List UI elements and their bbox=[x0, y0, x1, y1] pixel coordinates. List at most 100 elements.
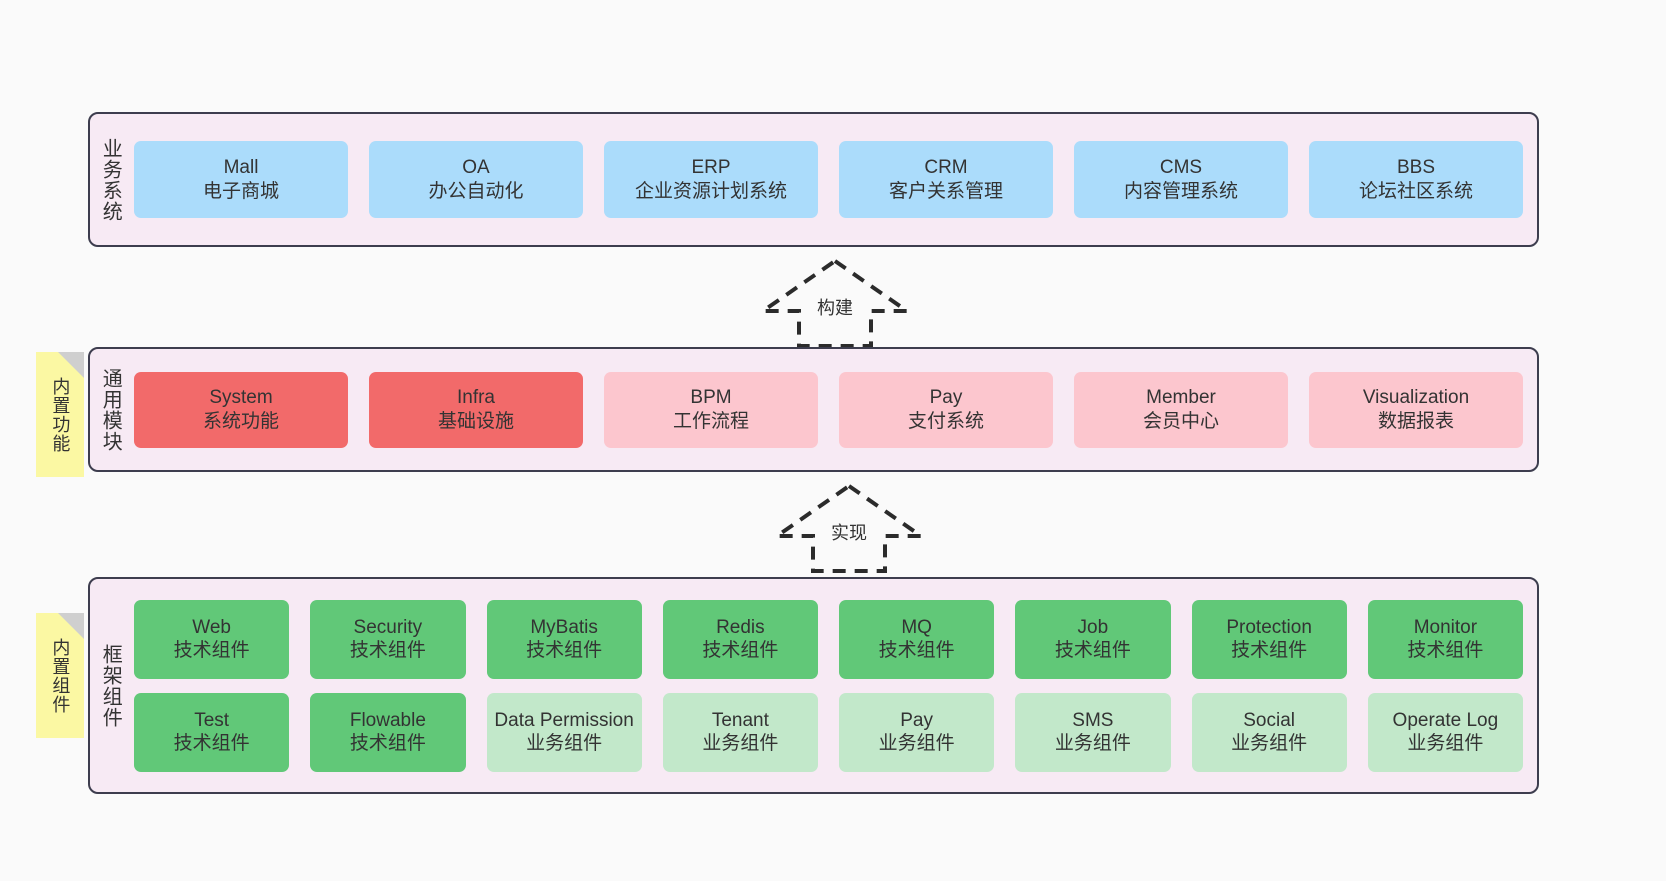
module-box-infra[interactable]: Infra 基础设施 bbox=[369, 371, 583, 448]
module-title-cn: 内容管理系统 bbox=[1123, 180, 1238, 202]
block-arrow-up-icon bbox=[770, 483, 928, 573]
module-box-social[interactable]: Social 业务组件 bbox=[1191, 692, 1347, 772]
layer-body-common-module: System 系统功能 Infra 基础设施 BPM 工作流程 Pay 支付系统… bbox=[130, 349, 1537, 470]
module-title-en: Protection bbox=[1226, 616, 1312, 638]
module-title-cn: 业务组件 bbox=[1054, 733, 1131, 754]
module-title-cn: 技术组件 bbox=[526, 640, 603, 661]
module-box-bbs[interactable]: BBS 论坛社区系统 bbox=[1309, 141, 1523, 218]
module-title-en: Pay bbox=[929, 387, 963, 409]
connector-build-arrow: 构建 bbox=[756, 258, 914, 348]
module-title-cn: 技术组件 bbox=[702, 640, 779, 661]
module-box-pay[interactable]: Pay 支付系统 bbox=[839, 371, 1053, 448]
module-title-en: MyBatis bbox=[530, 616, 598, 638]
sticky-note-label: 内置组件 bbox=[50, 637, 71, 714]
module-title-en: Flowable bbox=[349, 709, 426, 731]
module-title-cn: 基础设施 bbox=[437, 410, 514, 432]
module-title-en: Redis bbox=[716, 616, 765, 638]
module-box-test[interactable]: Test 技术组件 bbox=[134, 692, 290, 772]
layer-caption-business-system: 业务系统 bbox=[99, 137, 122, 222]
module-title-en: Job bbox=[1077, 616, 1109, 638]
module-title-en: BBS bbox=[1396, 157, 1436, 179]
module-box-bpm[interactable]: BPM 工作流程 bbox=[604, 371, 818, 448]
module-title-cn: 数据报表 bbox=[1377, 410, 1454, 432]
module-box-crm[interactable]: CRM 客户关系管理 bbox=[839, 141, 1053, 218]
module-box-sms[interactable]: SMS 业务组件 bbox=[1015, 692, 1171, 772]
layer-business-system: 业务系统 Mall 电子商城 OA 办公自动化 ERP 企业资源计划系统 CRM… bbox=[88, 112, 1539, 247]
module-title-en: Operate Log bbox=[1392, 709, 1499, 731]
module-title-en: Mall bbox=[223, 157, 259, 179]
layer-body-business-system: Mall 电子商城 OA 办公自动化 ERP 企业资源计划系统 CRM 客户关系… bbox=[130, 114, 1537, 245]
module-box-flowable[interactable]: Flowable 技术组件 bbox=[310, 692, 466, 772]
module-title-cn: 业务组件 bbox=[1407, 733, 1484, 754]
module-title-cn: 技术组件 bbox=[349, 733, 426, 754]
module-box-mybatis[interactable]: MyBatis 技术组件 bbox=[486, 599, 642, 679]
connector-implement-arrow: 实现 bbox=[770, 483, 928, 573]
module-title-en: Web bbox=[192, 616, 231, 638]
module-title-en: MQ bbox=[901, 616, 932, 638]
module-title-en: CRM bbox=[924, 157, 968, 179]
module-title-cn: 客户关系管理 bbox=[888, 180, 1003, 202]
module-box-mq[interactable]: MQ 技术组件 bbox=[839, 599, 995, 679]
module-box-member[interactable]: Member 会员中心 bbox=[1074, 371, 1288, 448]
module-box-protection[interactable]: Protection 技术组件 bbox=[1191, 599, 1347, 679]
module-title-cn: 技术组件 bbox=[1054, 640, 1131, 661]
module-box-mall[interactable]: Mall 电子商城 bbox=[134, 141, 348, 218]
module-title-cn: 电子商城 bbox=[202, 180, 279, 202]
layer-row: Test 技术组件 Flowable 技术组件 Data Permission … bbox=[134, 692, 1523, 772]
module-title-cn: 技术组件 bbox=[173, 640, 250, 661]
module-box-cms[interactable]: CMS 内容管理系统 bbox=[1074, 141, 1288, 218]
module-title-en: System bbox=[209, 387, 273, 409]
layer-framework-component: 框架组件 Web 技术组件 Security 技术组件 MyBatis 技术组件… bbox=[88, 577, 1539, 794]
module-box-redis[interactable]: Redis 技术组件 bbox=[662, 599, 818, 679]
module-title-en: Test bbox=[194, 709, 230, 731]
module-box-oa[interactable]: OA 办公自动化 bbox=[369, 141, 583, 218]
block-arrow-up-icon bbox=[756, 258, 914, 348]
module-box-operate-log[interactable]: Operate Log 业务组件 bbox=[1367, 692, 1523, 772]
module-box-visualization[interactable]: Visualization 数据报表 bbox=[1309, 371, 1523, 448]
module-title-cn: 业务组件 bbox=[526, 733, 603, 754]
module-box-tenant[interactable]: Tenant 业务组件 bbox=[662, 692, 818, 772]
sticky-note-builtin-function: 内置功能 bbox=[36, 352, 84, 477]
module-box-pay-business[interactable]: Pay 业务组件 bbox=[839, 692, 995, 772]
module-title-cn: 工作流程 bbox=[672, 410, 749, 432]
module-title-en: CMS bbox=[1159, 157, 1203, 179]
module-title-cn: 业务组件 bbox=[1231, 733, 1308, 754]
module-box-system[interactable]: System 系统功能 bbox=[134, 371, 348, 448]
module-title-cn: 技术组件 bbox=[1407, 640, 1484, 661]
module-title-cn: 技术组件 bbox=[349, 640, 426, 661]
module-title-en: Tenant bbox=[711, 709, 769, 731]
module-title-cn: 业务组件 bbox=[702, 733, 779, 754]
page-fold-icon bbox=[58, 613, 84, 639]
layer-common-module: 通用模块 System 系统功能 Infra 基础设施 BPM 工作流程 Pay… bbox=[88, 347, 1539, 472]
module-title-en: ERP bbox=[691, 157, 731, 179]
module-title-en: Visualization bbox=[1362, 387, 1470, 409]
module-title-en: Social bbox=[1243, 709, 1295, 731]
module-title-en: Security bbox=[353, 616, 423, 638]
module-title-cn: 论坛社区系统 bbox=[1358, 180, 1473, 202]
layer-caption-framework-component: 框架组件 bbox=[99, 643, 122, 728]
layer-row: Mall 电子商城 OA 办公自动化 ERP 企业资源计划系统 CRM 客户关系… bbox=[134, 141, 1523, 218]
layer-caption-common-module: 通用模块 bbox=[99, 367, 122, 452]
module-box-data-permission[interactable]: Data Permission 业务组件 bbox=[486, 692, 642, 772]
module-title-en: BPM bbox=[690, 387, 732, 409]
module-title-cn: 企业资源计划系统 bbox=[634, 180, 787, 202]
module-box-erp[interactable]: ERP 企业资源计划系统 bbox=[604, 141, 818, 218]
module-box-security[interactable]: Security 技术组件 bbox=[310, 599, 466, 679]
module-title-cn: 支付系统 bbox=[907, 410, 984, 432]
module-box-job[interactable]: Job 技术组件 bbox=[1015, 599, 1171, 679]
layer-row: System 系统功能 Infra 基础设施 BPM 工作流程 Pay 支付系统… bbox=[134, 371, 1523, 448]
sticky-note-builtin-component: 内置组件 bbox=[36, 613, 84, 738]
sticky-note-label: 内置功能 bbox=[50, 376, 71, 453]
module-title-en: Pay bbox=[900, 709, 933, 731]
module-title-cn: 办公自动化 bbox=[428, 180, 524, 202]
module-title-cn: 技术组件 bbox=[1231, 640, 1308, 661]
module-title-en: SMS bbox=[1072, 709, 1114, 731]
layer-body-framework-component: Web 技术组件 Security 技术组件 MyBatis 技术组件 Redi… bbox=[130, 579, 1537, 792]
module-box-monitor[interactable]: Monitor 技术组件 bbox=[1367, 599, 1523, 679]
module-title-en: OA bbox=[462, 157, 490, 179]
module-title-en: Monitor bbox=[1413, 616, 1478, 638]
module-title-en: Member bbox=[1146, 387, 1216, 409]
module-box-web[interactable]: Web 技术组件 bbox=[134, 599, 290, 679]
module-title-cn: 系统功能 bbox=[202, 410, 279, 432]
